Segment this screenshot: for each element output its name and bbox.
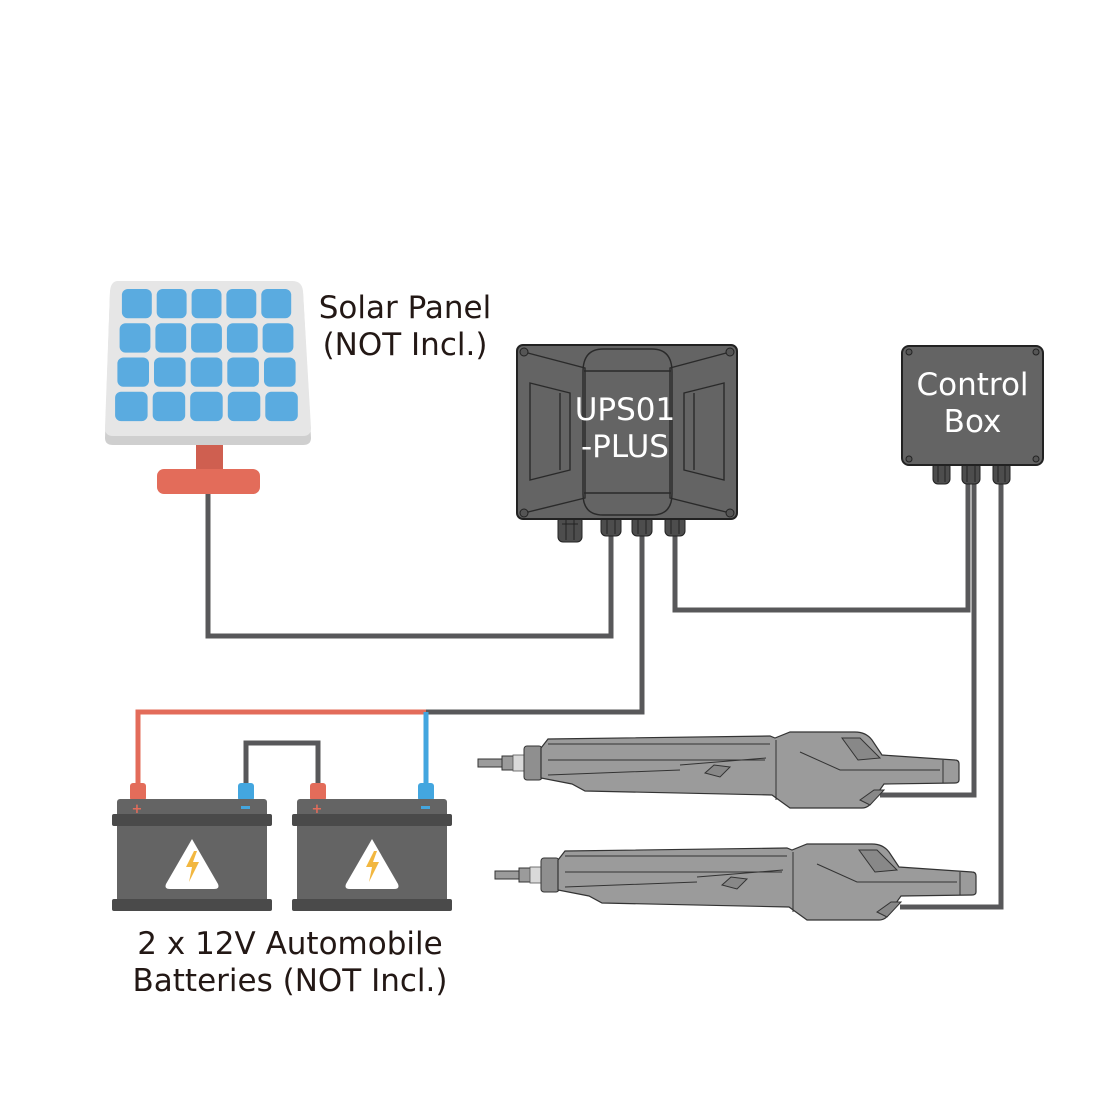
battery-lower-band <box>112 899 272 911</box>
battery-minus-sign <box>241 806 250 809</box>
control-box-cable-glands <box>932 461 1011 485</box>
actuator-diamond-detail <box>720 876 749 890</box>
panel-stand-base <box>157 469 260 494</box>
wire-battery-positive <box>135 709 426 788</box>
ups-cable-glands <box>557 515 686 543</box>
lightning-bolt-icon <box>366 851 379 882</box>
ups-label-line-1: UPS01 <box>574 392 676 428</box>
actuator-end-cap <box>540 857 560 893</box>
ups-screws <box>519 347 735 518</box>
ups-label: UPS01 -PLUS <box>555 392 695 466</box>
panel-cell <box>226 323 258 353</box>
actuator-contour-lines <box>564 852 957 912</box>
control-box-screws <box>905 348 1040 463</box>
battery-lower-band <box>292 899 452 911</box>
battery-top <box>117 799 267 817</box>
panel-cell <box>121 289 152 319</box>
wires <box>135 482 1004 910</box>
actuator-1 <box>477 731 960 809</box>
actuator-rod <box>477 758 503 768</box>
actuator-rod-sleeve <box>529 866 543 884</box>
panel-cell <box>190 357 223 387</box>
panel-cell <box>262 323 294 353</box>
batteries-label: 2 x 12V Automobile Batteries (NOT Incl.) <box>100 926 480 999</box>
wire-ups-to-battery <box>426 535 645 715</box>
panel-cell <box>191 323 222 353</box>
battery-positive-terminal <box>130 783 146 801</box>
wire-solar-to-ups <box>205 492 614 639</box>
actuator-rod <box>494 870 520 880</box>
battery-plus-sign: + <box>132 802 143 817</box>
panel-cell <box>117 357 149 387</box>
battery-upper-band <box>292 814 452 826</box>
battery-upper-band <box>112 814 272 826</box>
panel-cell <box>227 357 259 387</box>
panel-cell <box>265 391 298 422</box>
panel-cell <box>190 391 223 422</box>
panel-cell <box>226 289 257 319</box>
batteries-label-line-2: Batteries (NOT Incl.) <box>132 962 448 999</box>
battery: + <box>112 783 272 911</box>
battery-top <box>297 799 447 817</box>
ups-label-line-2: -PLUS <box>581 429 669 466</box>
panel-cell <box>119 323 151 353</box>
battery-plus-sign: + <box>312 802 323 817</box>
batteries-label-line-1: 2 x 12V Automobile <box>137 926 443 962</box>
actuator-rear-cutout <box>841 737 882 761</box>
actuators <box>477 731 977 921</box>
battery-negative-terminal <box>238 783 254 801</box>
panel-cell <box>191 289 222 319</box>
wire-control-box-to-actuator-1 <box>880 482 977 798</box>
battery-positive-terminal <box>310 783 326 801</box>
panel-cell <box>156 289 187 319</box>
panel-cell <box>155 323 187 353</box>
panel-cell <box>152 391 186 422</box>
control-box-label-line-1: Control <box>916 367 1029 403</box>
control-box <box>901 345 1044 485</box>
wire-control-box-to-actuator-2 <box>900 482 1004 910</box>
panel-cell <box>227 391 261 422</box>
wire-ups-to-control-box <box>672 482 971 613</box>
actuator-rod-sleeve <box>512 754 526 772</box>
battery: + <box>292 783 452 911</box>
panel-cell <box>264 357 296 387</box>
actuator-contour-lines <box>547 740 940 800</box>
battery-minus-sign <box>421 806 430 809</box>
control-box-label-line-2: Box <box>943 404 1002 441</box>
ups-body-contours <box>523 348 731 516</box>
control-box-body <box>901 345 1044 466</box>
panel-cell <box>115 391 148 422</box>
actuator-2 <box>494 843 977 921</box>
panel-cells <box>115 289 298 422</box>
panel-cell <box>154 357 186 387</box>
actuator-end-cap <box>523 745 543 781</box>
actuator-bracket <box>859 789 886 806</box>
solar-panel <box>105 281 311 494</box>
solar-panel-label-line-1: Solar Panel <box>318 290 492 326</box>
actuator-bracket <box>876 901 903 918</box>
panel-cell <box>261 289 292 319</box>
ups-unit <box>516 344 738 543</box>
solar-panel-label-line-2: (NOT Incl.) <box>322 326 488 363</box>
lightning-bolt-icon <box>186 851 199 882</box>
ups-body <box>516 344 738 520</box>
actuator-rear-cutout <box>858 849 899 873</box>
wire-battery-series-link <box>243 740 321 788</box>
solar-panel-label: Solar Panel (NOT Incl.) <box>300 290 510 363</box>
battery-negative-terminal <box>418 783 434 801</box>
control-box-label: Control Box <box>900 367 1045 441</box>
actuator-diamond-detail <box>703 764 732 778</box>
batteries: ++ <box>112 783 452 911</box>
